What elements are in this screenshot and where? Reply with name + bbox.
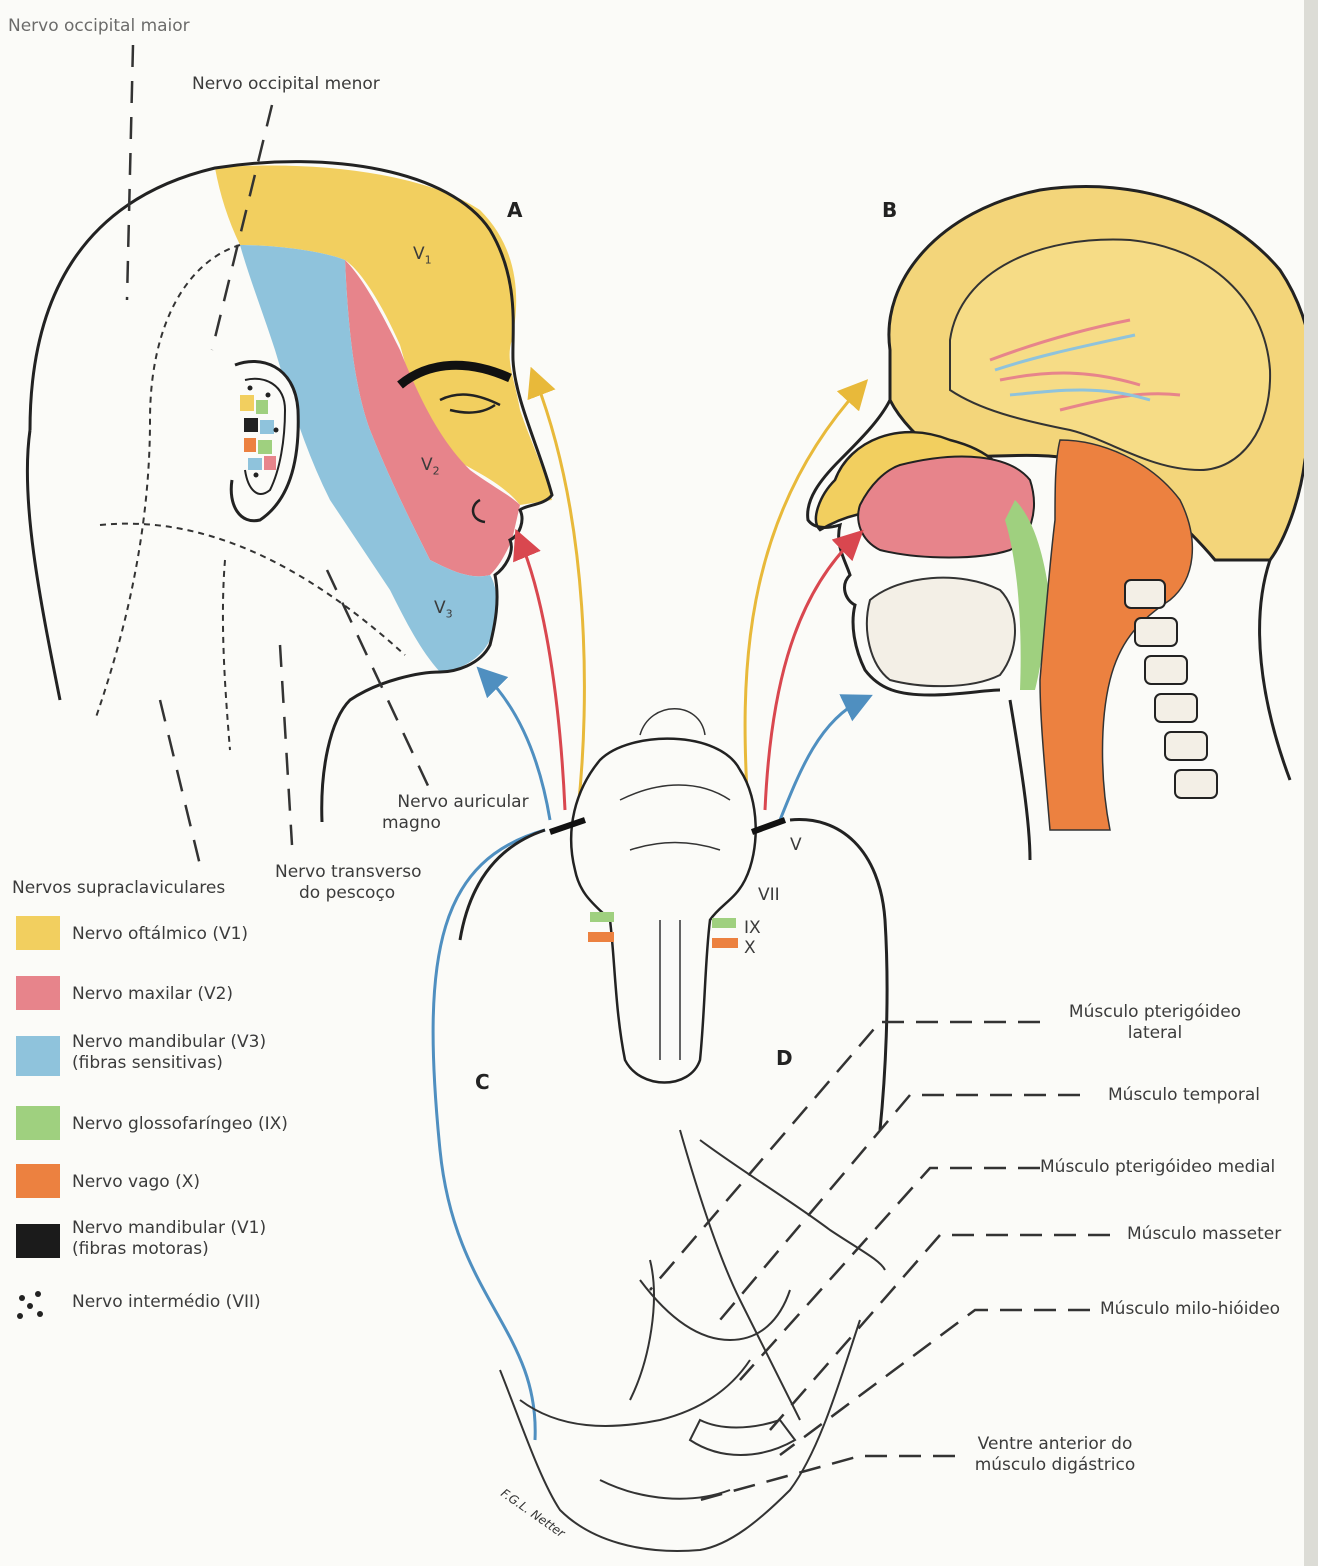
panel-letter-c: C [475,1070,490,1094]
label-pterigoideo-lateral: Músculo pterigóideo lateral [1050,1002,1260,1044]
blue-arrow-b [780,700,862,820]
label-transverso-line2: do pescoço [275,883,422,904]
label-occipital-menor: Nervo occipital menor [192,74,380,95]
muscle-pointer-lines [650,1022,1110,1500]
zone-v1-sub: 1 [425,253,432,266]
label-masseter: Músculo masseter [1127,1224,1281,1245]
label-occipital-maior: Nervo occipital maior [8,16,190,37]
zone-v1-letter: V [413,244,425,264]
legend-label-line2: (fibras motoras) [72,1239,266,1260]
legend-label: Nervo intermédio (VII) [72,1292,261,1313]
zone-v2-sub: 2 [433,464,440,477]
cranial-nerve-ix: IX [744,918,761,939]
red-arrow-a [520,540,565,810]
yellow-arrow-b [745,388,860,810]
label-supraclaviculares: Nervos supraclaviculares [12,878,225,899]
legend-swatch [16,1164,60,1198]
label-pterigoideo-lateral-line1: Músculo pterigóideo [1050,1002,1260,1023]
zone-v3-sub: 3 [446,607,453,620]
red-arrow-b [765,538,855,810]
legend-swatch [16,1036,60,1076]
zone-label-v1: V1 [413,244,432,270]
x-root-orange [588,932,614,942]
artist-signature: F.G.L. Netter [498,1486,568,1541]
ix-root-green [590,912,614,922]
page-edge [1304,0,1318,1566]
legend-swatch [16,1106,60,1140]
label-auricular-line1: Nervo auricular [378,792,548,813]
intermediate-nerve-dots-symbol [17,1291,43,1319]
legend-label: Nervo vago (X) [72,1172,200,1193]
zone-v2-letter: V [421,455,433,475]
mandible-muscles [500,1130,885,1551]
panel-letter-d: D [776,1046,793,1070]
cranial-nerve-x: X [744,938,756,959]
legend-label: Nervo mandibular (V1) (fibras motoras) [72,1218,266,1260]
brainstem [460,709,887,1130]
panel-b-sagittal-section [808,187,1315,860]
legend-label: Nervo oftálmico (V1) [72,924,248,945]
legend-label-line1: Nervo mandibular (V1) [72,1218,266,1239]
label-auricular-magno: Nervo auricular magno [378,792,548,834]
legend-swatch [16,916,60,950]
label-temporal: Músculo temporal [1108,1085,1260,1106]
label-pterigoideo-lateral-line2: lateral [1050,1023,1260,1044]
label-transverso-line1: Nervo transverso [275,862,422,883]
zone-label-v2: V2 [421,455,440,481]
label-milo-hioideo: Músculo milo-hióideo [1100,1299,1280,1320]
panel-letter-a: A [507,198,522,222]
cranial-nerve-vii: VII [758,885,780,906]
panel-a-head-profile [27,45,552,865]
label-transverso: Nervo transverso do pescoço [275,862,422,904]
legend-label: Nervo mandibular (V3) (fibras sensitivas… [72,1032,266,1074]
zone-label-v3: V3 [434,598,453,624]
label-pterigoideo-medial: Músculo pterigóideo medial [1040,1157,1275,1178]
label-digastrico-line2: músculo digástrico [955,1455,1155,1476]
panel-letter-b: B [882,198,897,222]
blue-nerve-c [433,830,545,1440]
legend-label-line1: Nervo mandibular (V3) [72,1032,266,1053]
legend-label: Nervo maxilar (V2) [72,984,233,1005]
label-auricular-line2: magno [378,813,548,834]
tongue [867,578,1015,687]
cranial-nerve-v: V [790,835,802,856]
legend-swatch [16,976,60,1010]
label-digastrico-line1: Ventre anterior do [955,1434,1155,1455]
legend-swatch [16,1224,60,1258]
legend-label-line2: (fibras sensitivas) [72,1053,266,1074]
ear [231,361,298,520]
label-digastrico: Ventre anterior do músculo digástrico [955,1434,1155,1476]
legend-label: Nervo glossofaríngeo (IX) [72,1114,288,1135]
zone-v3-letter: V [434,598,446,618]
